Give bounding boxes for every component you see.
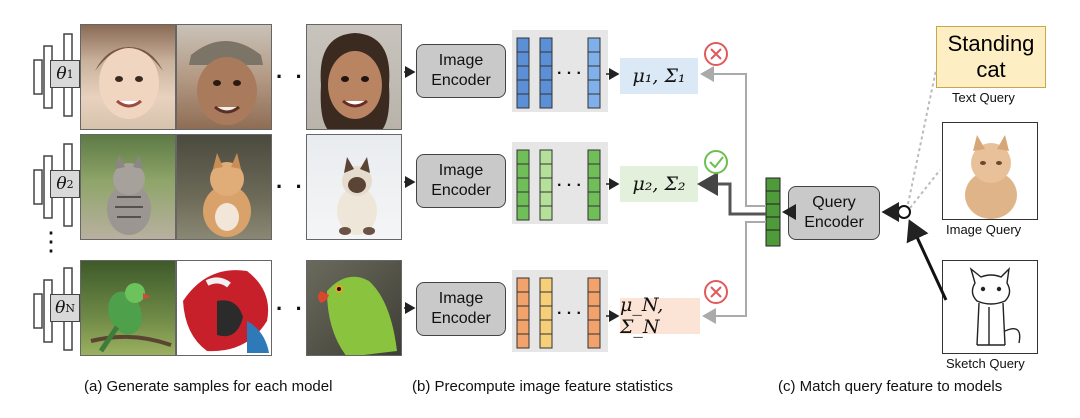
vertical-ellipsis: ⋮ (38, 226, 64, 256)
feature-block-2 (512, 142, 608, 224)
connector-to-stats-2 (697, 172, 766, 216)
sketch-query-label: Sketch Query (946, 356, 1025, 371)
check-icon (704, 150, 728, 174)
caption-b: (b) Precompute image feature statistics (412, 378, 673, 395)
sample-image-face-girl (80, 24, 176, 130)
image-query-photo (942, 122, 1038, 220)
sample-image-cat-garden (80, 134, 176, 240)
dotted-link-text-query (907, 69, 937, 205)
caption-a: (a) Generate samples for each model (84, 378, 333, 395)
sample-image-bird-parakeet (306, 260, 402, 356)
sketch-query-drawing (942, 260, 1038, 354)
sample-image-cat-siamese (306, 134, 402, 240)
image-query-label: Image Query (946, 222, 1022, 237)
caption-c: (c) Match query feature to models (778, 378, 1003, 395)
feature-stats-2: μ₂, Σ₂ (620, 166, 698, 202)
query-input-node (897, 205, 911, 219)
arrow-sketch-query (906, 219, 948, 301)
cross-icon (704, 42, 728, 66)
query-feature-vector (765, 177, 781, 247)
cross-icon (704, 280, 728, 304)
sample-image-bird-green (80, 260, 176, 356)
dotted-link-image-query (909, 169, 941, 209)
connector-to-stats-1 (700, 66, 766, 207)
feature-stats-1: μ₁, Σ₁ (620, 58, 698, 94)
sample-image-face-woman (306, 24, 402, 130)
sample-image-bird-macaw (176, 260, 272, 356)
feature-block-n (512, 270, 608, 352)
feature-stats-n: μ_N, Σ_N (620, 294, 700, 338)
text-query-label: Text Query (952, 90, 1015, 105)
feature-block-1 (512, 30, 608, 112)
sample-image-cat-orange (176, 134, 272, 240)
sample-image-face-man-cap (176, 24, 272, 130)
connector-to-stats-n (702, 221, 766, 324)
